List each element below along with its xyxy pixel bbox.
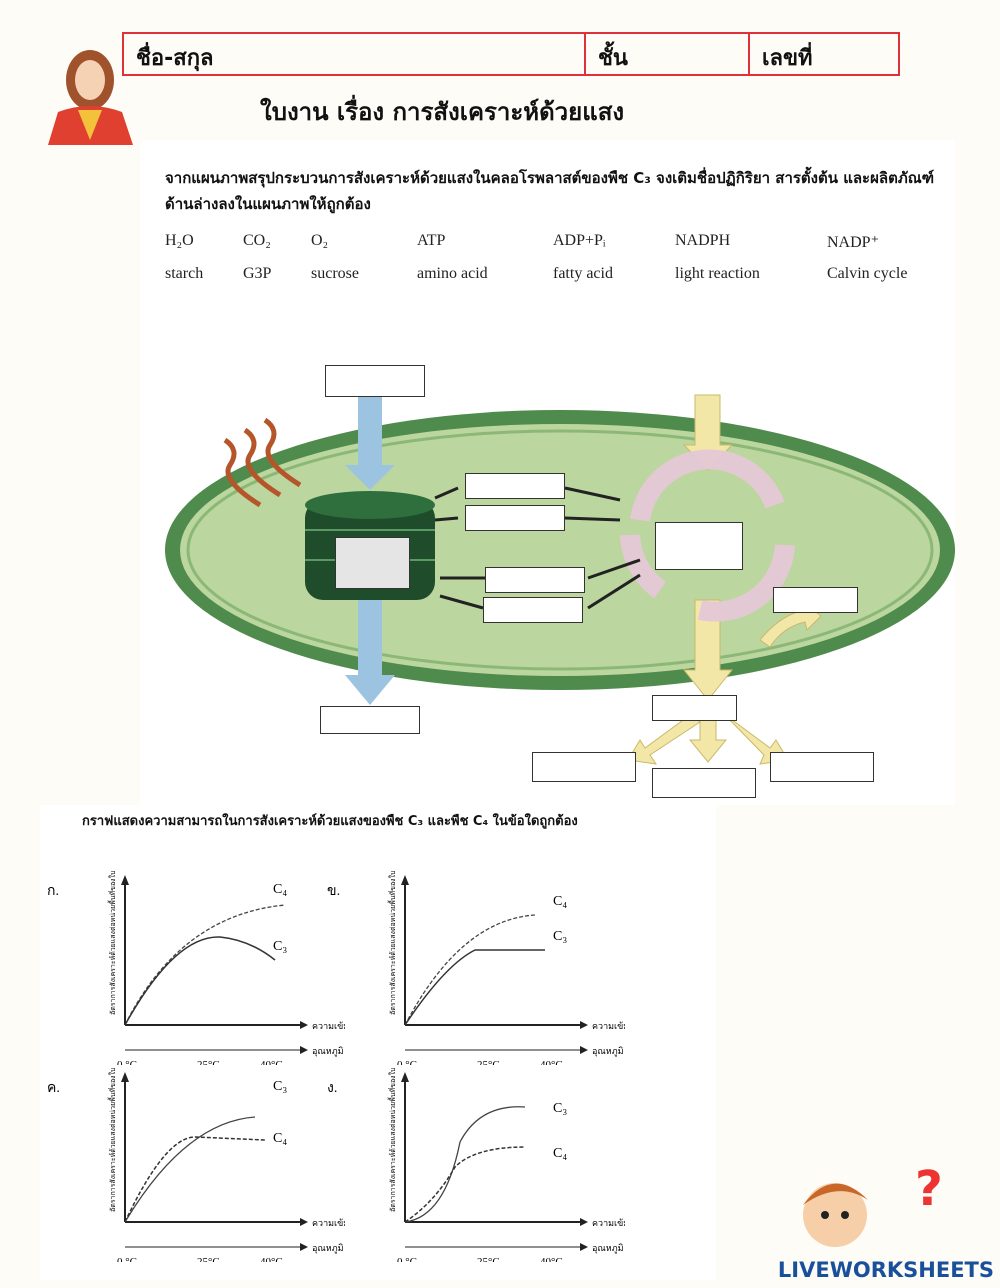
svg-text:?: ?: [915, 1161, 943, 1217]
boy-question-illustration: ?: [745, 1160, 975, 1255]
blue-arrows: [345, 395, 395, 705]
curve-top: [124, 1116, 256, 1223]
term-item: NADP⁺: [827, 234, 880, 251]
tick-label: 40°C: [260, 1256, 283, 1262]
curve-bottom: [404, 949, 545, 1026]
y-axis-label: อัตราการสังเคราะห์ด้วยแสงต่อหน่วยพื้นที่…: [386, 871, 397, 1015]
tick-label: 0 °C: [397, 1256, 417, 1262]
answer-box-10[interactable]: [652, 768, 756, 798]
temp-axis-label: อุณหภูมิ: [592, 1046, 624, 1057]
graph-4: ง. C₃ C₄ ความเข้มแสงอุณหภูมิ 0 °C 25°C 40°C อัต…: [327, 1068, 625, 1262]
chloroplast-diagram: [165, 394, 955, 765]
tick-label: 25°C: [477, 1256, 500, 1262]
series-label-bottom: C₄: [553, 1146, 567, 1161]
instruction-text: จากแผนภาพสรุปกระบวนการสังเคราะห์ด้วยแสงใ…: [165, 169, 935, 213]
teacher-illustration: [38, 40, 138, 145]
liveworksheets-logo: LIVEWORKSHEETS: [777, 1258, 994, 1282]
series-label-bottom: C₄: [273, 1131, 287, 1146]
term-item: light reaction: [675, 265, 760, 282]
tick-label: 40°C: [260, 1059, 283, 1065]
x-axis-label: ความเข้มแสง: [592, 1218, 625, 1228]
page-title: ใบงาน เรื่อง การสังเคราะห์ด้วยแสง: [260, 98, 625, 126]
term-item: fatty acid: [553, 265, 613, 282]
term-item: G3P: [243, 265, 272, 282]
graph-label: ก.: [47, 884, 59, 899]
term-item: H₂O: [165, 232, 194, 249]
graph-panel: [40, 805, 716, 1280]
class-field[interactable]: ชั้น: [586, 34, 750, 74]
answer-box-cycle[interactable]: [655, 522, 743, 570]
number-field[interactable]: เลขที่: [762, 46, 813, 71]
curve-top: [404, 914, 536, 1026]
tick-label: 25°C: [477, 1059, 500, 1065]
y-axis-label: อัตราการสังเคราะห์ด้วยแสงต่อหน่วยพื้นที่…: [386, 1068, 397, 1212]
temp-axis-label: อุณหภูมิ: [312, 1046, 344, 1057]
graph-1: ก. C₄ C₃ ความเข้มแสงอุณหภูมิ 0 °C 25°C 40°C อัต…: [47, 871, 345, 1065]
curve-bottom: [124, 1136, 266, 1223]
graph-label: ค.: [47, 1081, 60, 1096]
x-axis-label: ความเข้มแสง: [592, 1021, 625, 1031]
term-item: O₂: [311, 232, 329, 249]
x-axis-label: ความเข้มแสง: [312, 1021, 345, 1031]
y-axis-label: อัตราการสังเคราะห์ด้วยแสงต่อหน่วยพื้นที่…: [106, 871, 117, 1015]
term-item: starch: [165, 265, 204, 282]
sunlight-icon: [223, 417, 302, 508]
temp-axis-label: อุณหภูมิ: [312, 1243, 344, 1254]
name-field[interactable]: ชื่อ-สกุล: [124, 34, 586, 74]
answer-box-granum[interactable]: [335, 537, 410, 589]
answer-box-8[interactable]: [652, 695, 737, 721]
curve-top: [124, 904, 286, 1026]
exchange-arrows: [434, 486, 641, 610]
term-item: CO₂: [243, 232, 271, 249]
answer-box-5[interactable]: [483, 597, 583, 623]
graph-label: ง.: [327, 1081, 337, 1096]
y-axis-label: อัตราการสังเคราะห์ด้วยแสงต่อหน่วยพื้นที่…: [106, 1068, 117, 1212]
term-item: amino acid: [417, 265, 488, 282]
graph-3: ค. C₃ C₄ ความเข้มแสงอุณหภูมิ 0 °C 25°C 40°C อัต…: [47, 1068, 345, 1262]
student-info-table: ชื่อ-สกุล ชั้น เลขที่: [122, 32, 900, 76]
temp-axis-label: อุณหภูมิ: [592, 1243, 624, 1254]
term-item: Calvin cycle: [827, 265, 908, 282]
x-axis-label: ความเข้มแสง: [312, 1218, 345, 1228]
curve-top: [404, 1106, 526, 1223]
calvin-cycle-icon: [620, 449, 795, 622]
graph-label: ข.: [327, 884, 340, 899]
answer-box-4[interactable]: [485, 567, 585, 593]
tick-label: 40°C: [540, 1059, 563, 1065]
series-label-top: C₃: [553, 1101, 567, 1116]
answer-box-9[interactable]: [532, 752, 636, 782]
graph-2: ข. C₄ C₃ ความเข้มแสงอุณหภูมิ 0 °C 25°C 40°C อัต…: [327, 871, 625, 1065]
answer-box-3[interactable]: [465, 505, 565, 531]
term-item: NADPH: [675, 232, 731, 249]
answer-box-11[interactable]: [770, 752, 874, 782]
answer-box-6[interactable]: [773, 587, 858, 613]
answer-box-1[interactable]: [325, 365, 425, 397]
curve-bottom: [124, 936, 276, 1026]
tick-label: 0 °C: [397, 1059, 417, 1065]
chloroplast-stroma: [180, 424, 940, 676]
answer-box-7[interactable]: [320, 706, 420, 734]
tick-label: 25°C: [197, 1256, 220, 1262]
curve-bottom: [404, 1146, 526, 1223]
series-label-top: C₄: [273, 882, 287, 897]
answer-box-2[interactable]: [465, 473, 565, 499]
tick-label: 0 °C: [117, 1256, 137, 1262]
term-item: ATP: [417, 232, 446, 249]
tick-label: 0 °C: [117, 1059, 137, 1065]
series-label-bottom: C₃: [553, 929, 567, 944]
tick-label: 40°C: [540, 1256, 563, 1262]
graph-question: กราฟแสดงความสามารถในการสังเคราะห์ด้วยแสง…: [82, 814, 578, 829]
series-label-bottom: C₃: [273, 939, 287, 954]
series-label-top: C₄: [553, 894, 567, 909]
term-item: sucrose: [311, 265, 359, 282]
tick-label: 25°C: [197, 1059, 220, 1065]
term-item: ADP+Pᵢ: [553, 232, 606, 249]
series-label-top: C₃: [273, 1079, 287, 1094]
